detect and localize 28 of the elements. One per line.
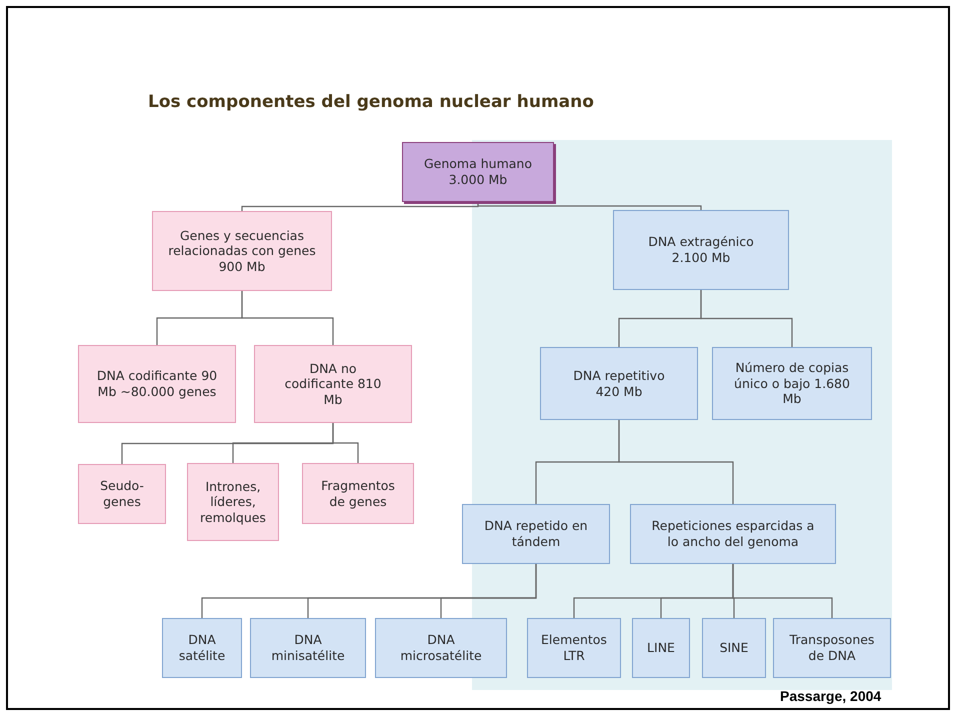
connector-line — [440, 564, 537, 618]
connector-line — [477, 202, 702, 210]
category-box: DNA codificante 90 Mb ~80.000 genes — [78, 345, 236, 423]
connector-line — [618, 420, 734, 504]
category-box: Genes y secuencias relacionadas con genes 900 Mb — [152, 211, 332, 291]
category-box: Seudo- genes — [78, 464, 166, 524]
category-box: DNA satélite — [162, 618, 242, 678]
category-box: Genoma humano 3.000 Mb — [402, 142, 554, 202]
connector-line — [732, 564, 833, 618]
category-box: DNA no codificante 810 Mb — [254, 345, 412, 423]
category-box: Elementos LTR — [527, 618, 621, 678]
category-box: Repeticiones esparcidas a lo ancho del genoma — [630, 504, 836, 564]
category-box: DNA microsatélite — [375, 618, 507, 678]
title: Los componentes del genoma nuclear humano — [148, 92, 594, 112]
category-box: Intrones, líderes, remolques — [187, 463, 279, 541]
category-box: SINE — [702, 618, 766, 678]
category-box: DNA minisatélite — [250, 618, 366, 678]
category-box: DNA extragénico 2.100 Mb — [613, 210, 789, 290]
category-box: DNA repetitivo 420 Mb — [540, 347, 698, 420]
category-box: DNA repetido en tándem — [462, 504, 610, 564]
connector-line — [332, 423, 359, 463]
connector-line — [700, 290, 793, 347]
category-box: Número de copias único o bajo 1.680 Mb — [712, 347, 872, 420]
connector-line — [241, 291, 334, 345]
category-box: LINE — [632, 618, 690, 678]
category-box: Fragmentos de genes — [302, 463, 414, 524]
citation: Passarge, 2004 — [780, 688, 882, 704]
category-box: Transposones de DNA — [773, 618, 891, 678]
